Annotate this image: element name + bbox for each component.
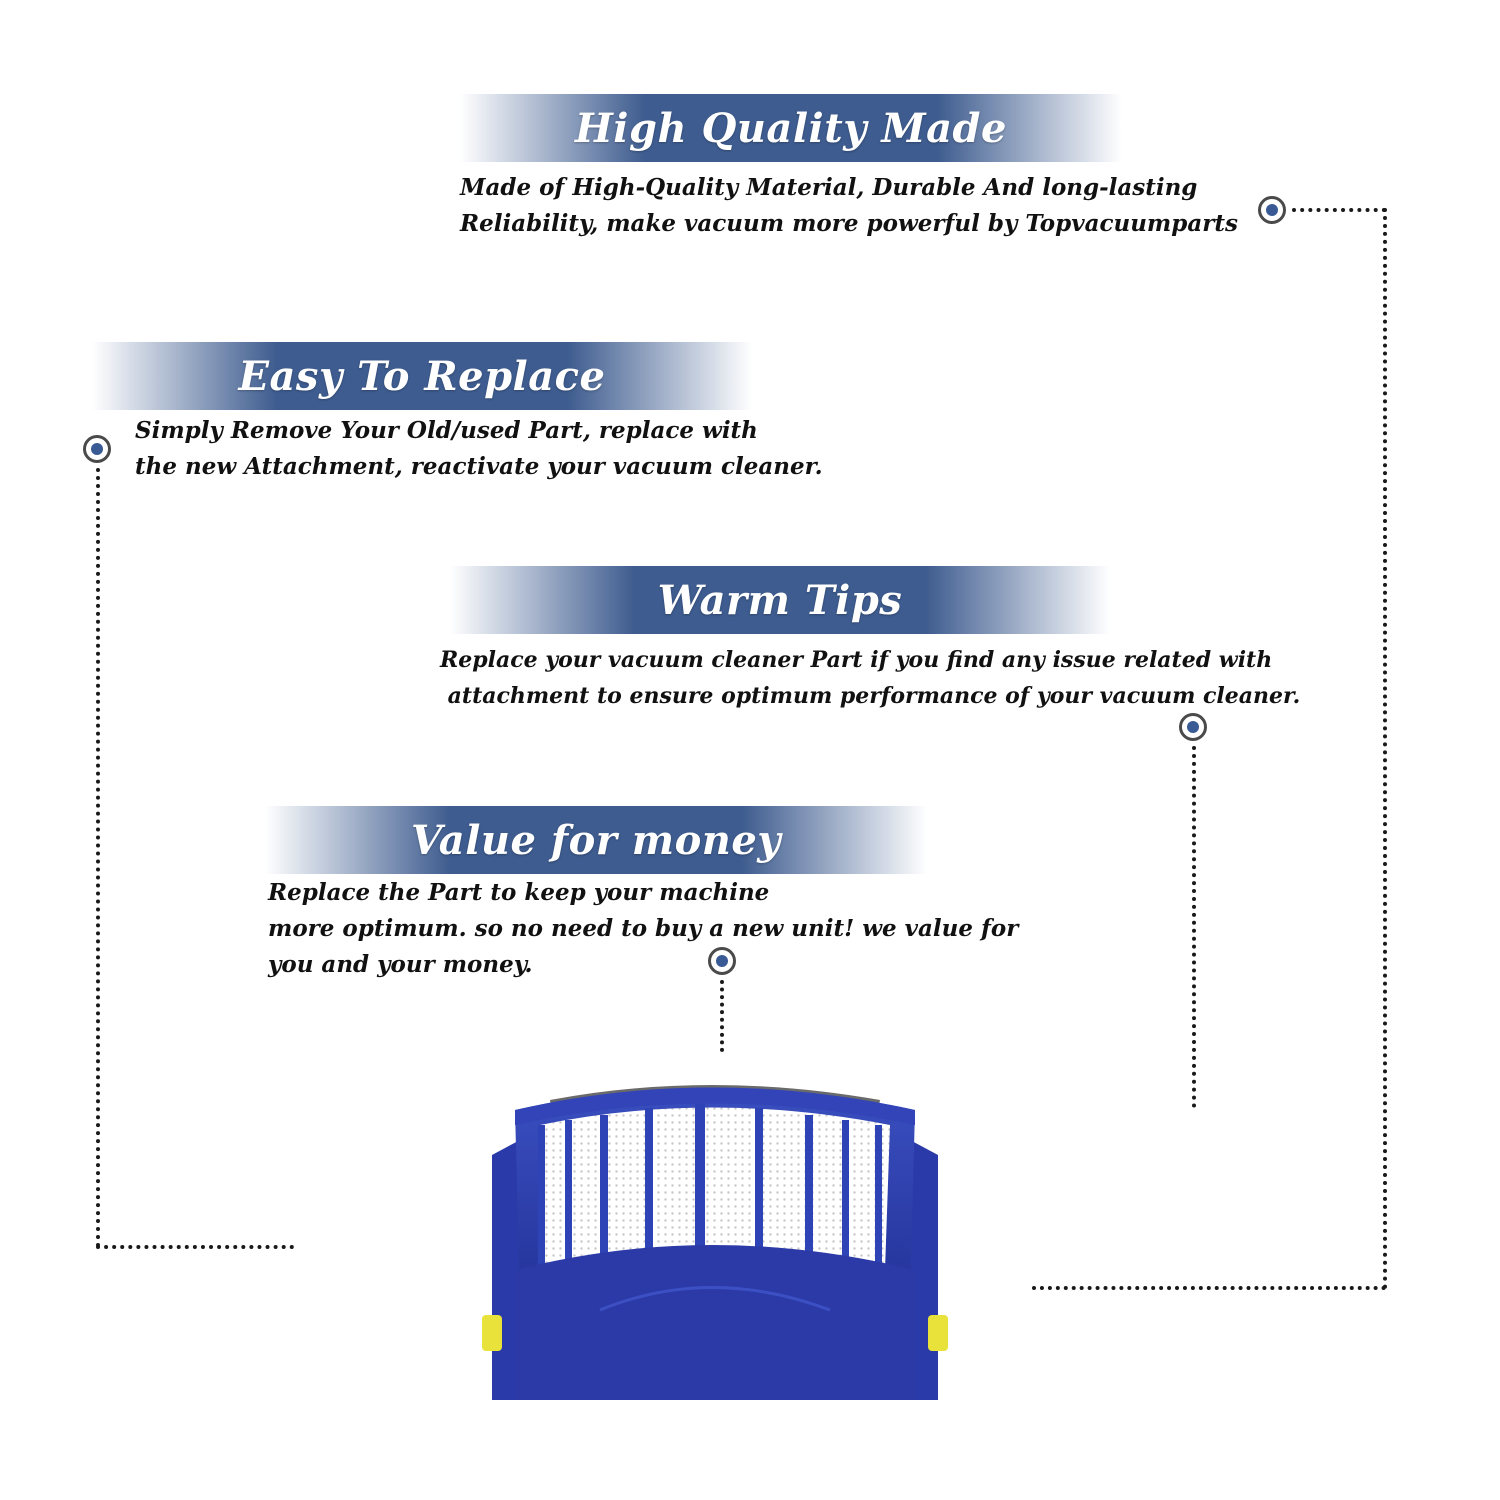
connector-line: [96, 1245, 294, 1249]
description-line: Reliability, make vacuum more powerful b…: [460, 210, 1238, 237]
target-marker-icon: [83, 435, 111, 463]
vacuum-filter-image: [482, 1085, 948, 1400]
feature-description: Replace the Part to keep your machine mo…: [268, 875, 1018, 983]
connector-line: [96, 468, 100, 1248]
description-line: attachment to ensure optimum performance…: [440, 683, 1301, 709]
feature-description: Simply Remove Your Old/used Part, replac…: [135, 413, 823, 485]
target-marker-icon: [708, 947, 736, 975]
description-line: Replace the Part to keep your machine: [268, 879, 770, 906]
banner-title: Value for money: [410, 816, 782, 864]
banner-warm-tips: Warm Tips: [450, 566, 1110, 634]
description-line: Simply Remove Your Old/used Part, replac…: [135, 417, 758, 444]
banner-title: Warm Tips: [657, 576, 903, 624]
banner-title: Easy To Replace: [238, 352, 606, 400]
banner-easy-replace: Easy To Replace: [92, 342, 752, 410]
feature-description: Made of High-Quality Material, Durable A…: [460, 170, 1238, 242]
connector-line: [1192, 746, 1196, 1108]
target-marker-icon: [1258, 196, 1286, 224]
connector-line: [1032, 1286, 1386, 1290]
connector-line: [720, 980, 724, 1052]
description-line: you and your money.: [268, 951, 533, 978]
target-marker-icon: [1179, 713, 1207, 741]
connector-line: [1292, 208, 1386, 212]
description-line: more optimum. so no need to buy a new un…: [268, 915, 1019, 942]
connector-line: [1383, 208, 1387, 1290]
description-line: Replace your vacuum cleaner Part if you …: [440, 647, 1273, 673]
banner-high-quality: High Quality Made: [460, 94, 1122, 162]
description-line: the new Attachment, reactivate your vacu…: [135, 453, 823, 480]
feature-description: Replace your vacuum cleaner Part if you …: [440, 642, 1300, 714]
banner-title: High Quality Made: [575, 104, 1007, 152]
banner-value-money: Value for money: [265, 806, 927, 874]
description-line: Made of High-Quality Material, Durable A…: [460, 174, 1198, 201]
